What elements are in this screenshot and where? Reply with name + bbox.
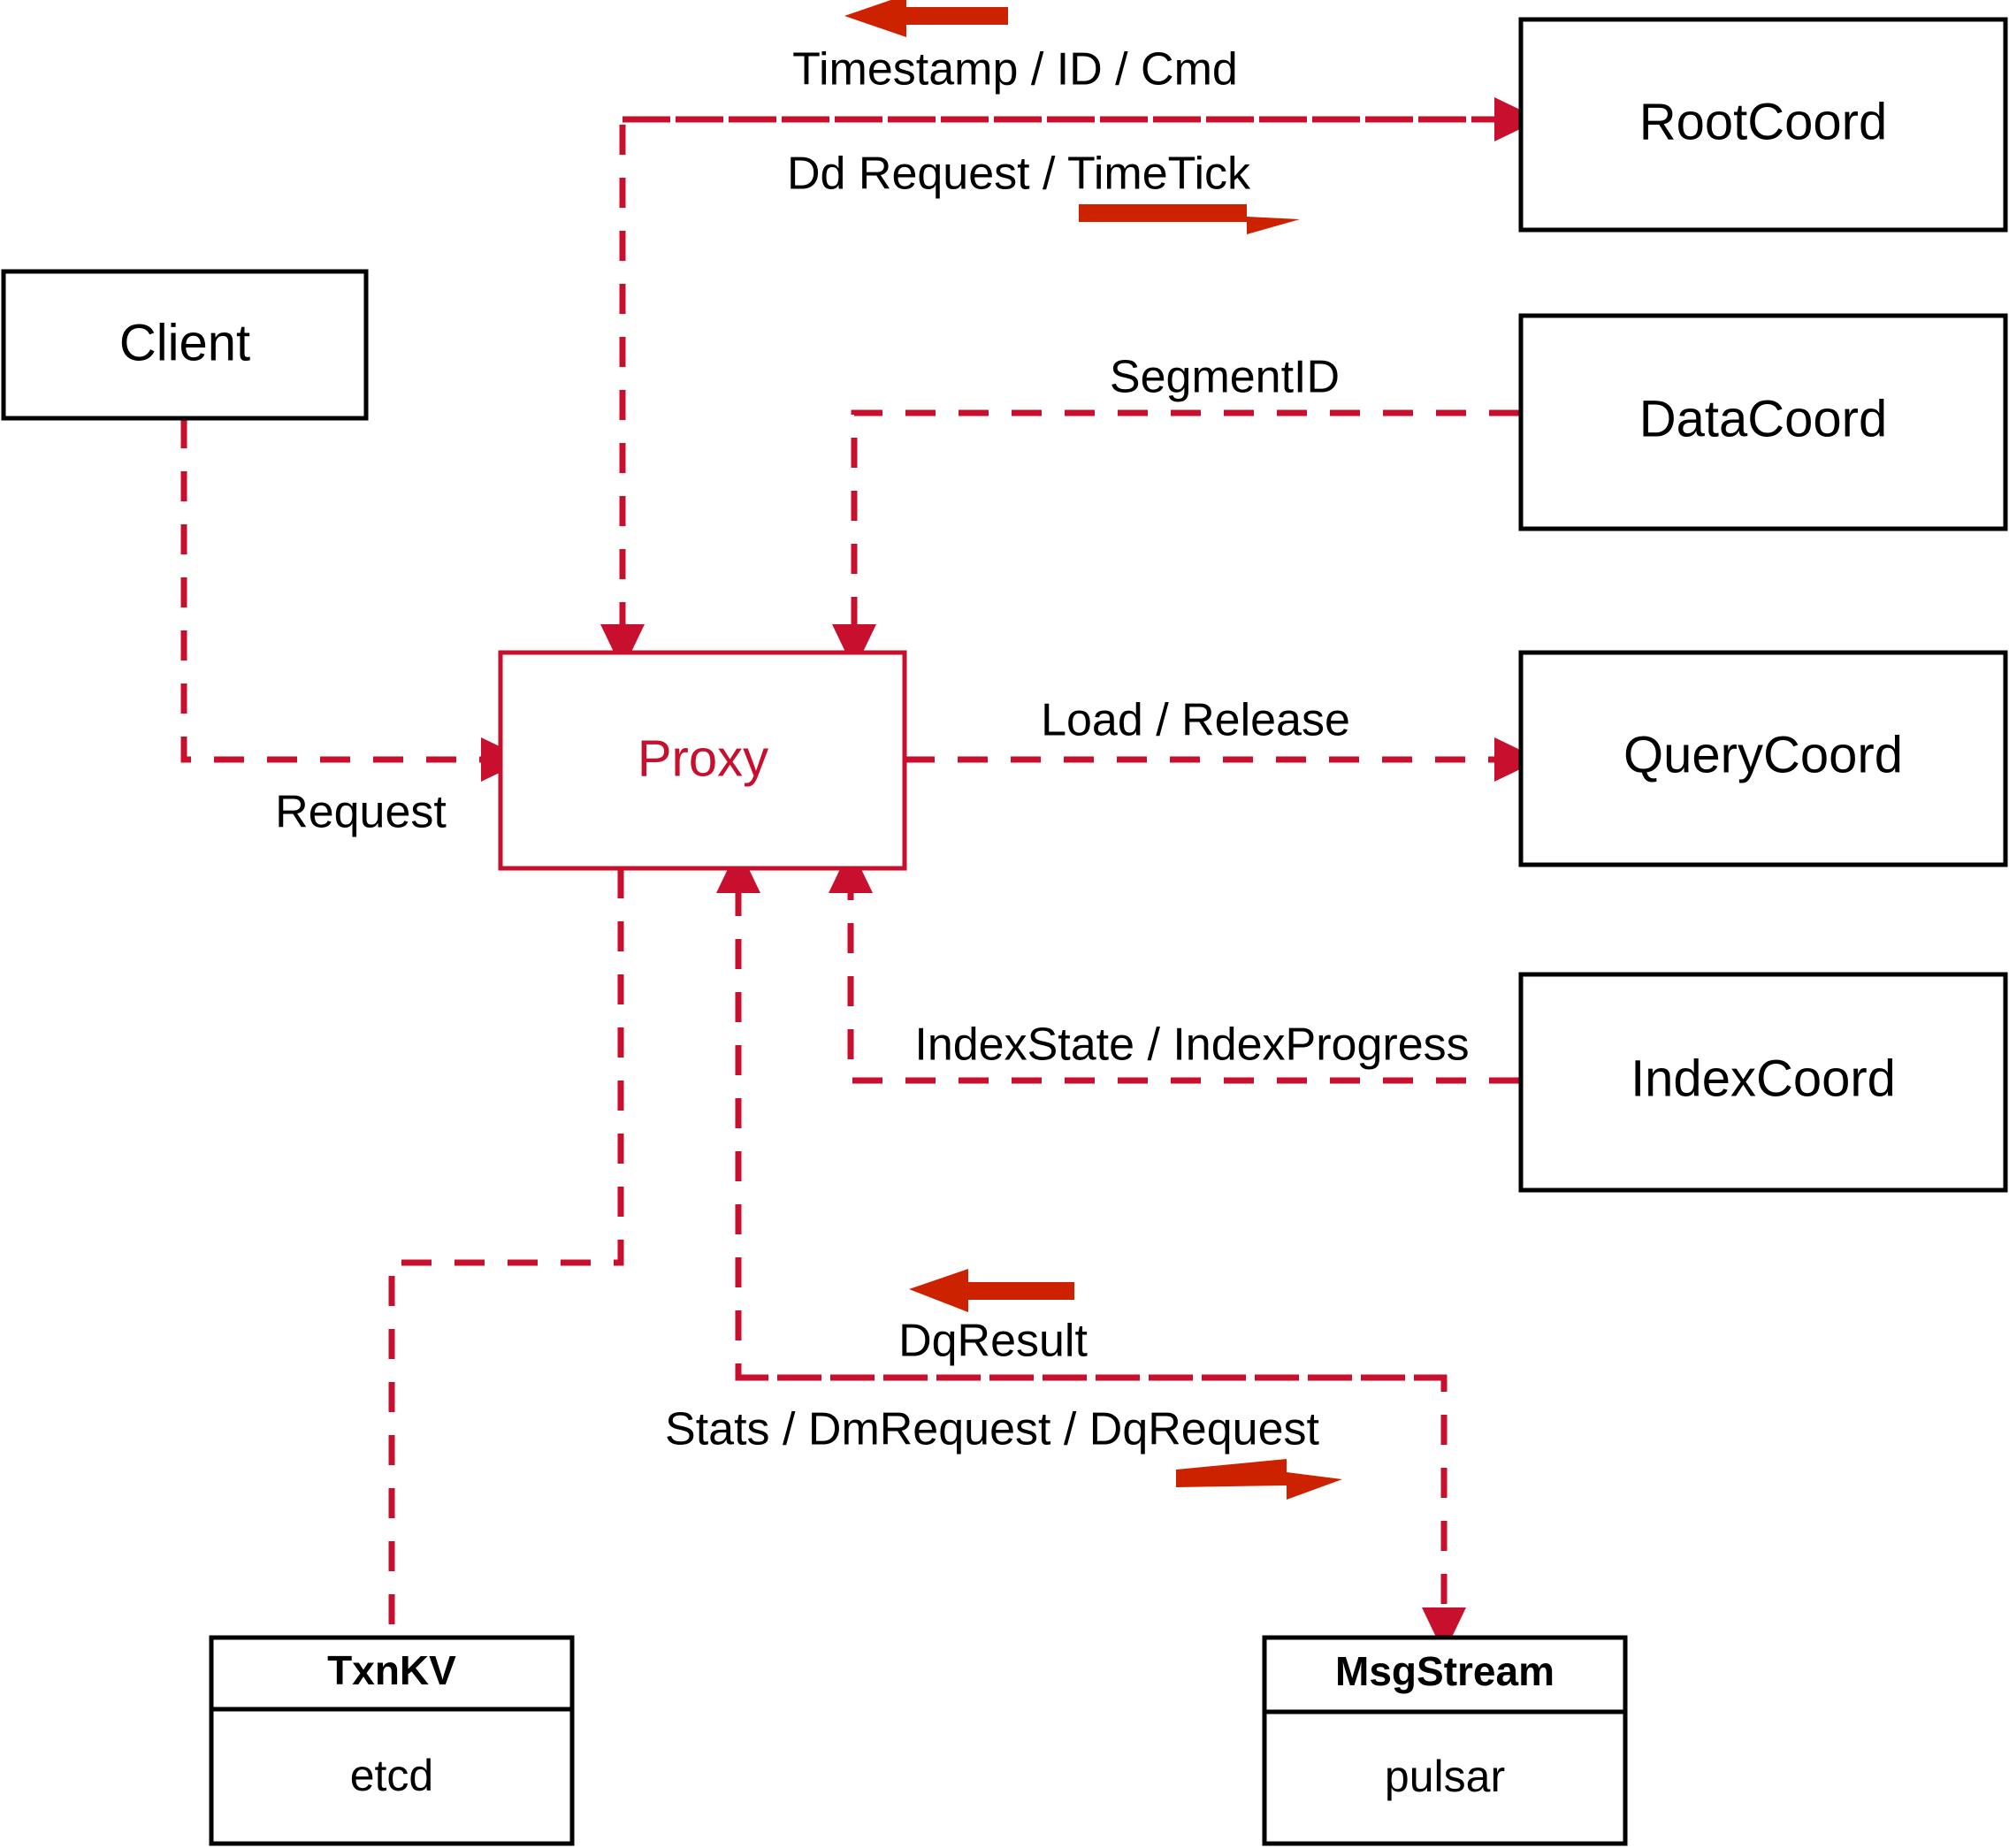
node-client-label: Client [119,314,250,371]
node-querycoord-box[interactable] [1518,650,2008,867]
direction-arrow-stats-right [1176,1459,1342,1500]
edge-proxy-txnkv [388,868,624,1636]
node-rootcoord-label: RootCoord [1639,93,1887,150]
edge-segment-id [832,409,1519,670]
edge-proxy-txnkv-path [388,868,624,1636]
direction-arrow-dqresult-left [909,1269,1074,1312]
edge-load-release-arrowhead [1494,737,1540,782]
edge-label-request: Request [275,787,447,838]
edge-dd-request-timetick [623,97,1540,141]
edge-request [180,418,527,782]
edge-dd-request-timetick-arrowhead [1494,97,1540,141]
node-proxy[interactable]: Proxy [498,650,907,871]
direction-arrow-ddrequest-right-glyph [1079,204,1300,234]
node-indexcoord-box[interactable] [1518,972,2008,1193]
direction-arrow-ddrequest-right [1079,204,1300,234]
node-msgstream[interactable]: MsgStream pulsar [1262,1635,1628,1846]
direction-arrow-timestamp-left-glyph [844,0,1008,37]
node-querycoord[interactable]: QueryCoord [1518,650,2008,867]
node-txnkv-title: TxnKV [327,1647,456,1693]
edge-dq-result-path [735,893,1444,1381]
node-client-box[interactable] [1,269,369,421]
node-indexcoord[interactable]: IndexCoord [1518,972,2008,1193]
edge-label-load-release: Load / Release [1041,695,1350,746]
edge-stats-dm-dq-request-arrowhead [1422,1607,1466,1653]
edge-msgstream-return [716,847,1444,1381]
node-rootcoord[interactable]: RootCoord [1518,17,2008,233]
node-datacoord-box[interactable] [1518,313,2008,531]
edge-request-path [180,418,481,763]
node-datacoord[interactable]: DataCoord [1518,313,2008,531]
edge-label-timestamp-id-cmd: Timestamp / ID / Cmd [792,44,1238,95]
node-txnkv[interactable]: TxnKV etcd [209,1635,575,1846]
node-querycoord-label: QueryCoord [1623,726,1903,783]
edge-load-release [905,737,1540,782]
node-txnkv-box[interactable] [209,1635,575,1846]
direction-arrow-stats-right-glyph [1176,1459,1342,1500]
node-client[interactable]: Client [1,269,369,421]
node-rootcoord-box[interactable] [1518,17,2008,233]
edge-timestamp-id-cmd-arrowhead [600,624,645,670]
node-msgstream-title: MsgStream [1335,1648,1554,1694]
node-proxy-label: Proxy [638,729,768,787]
edge-label-stats-dm-dq-request: Stats / DmRequest / DqRequest [665,1404,1319,1455]
node-datacoord-label: DataCoord [1639,390,1887,447]
edge-label-segment-id: SegmentID [1110,352,1340,403]
edge-label-index-state-progress: IndexState / IndexProgress [914,1019,1469,1071]
edge-segment-id-path [851,409,1519,624]
node-indexcoord-label: IndexCoord [1631,1050,1896,1107]
edge-stats-dm-dq-request-path [738,1374,1448,1607]
edge-stats-dm-dq-request [738,1374,1466,1653]
node-proxy-box[interactable] [498,650,907,871]
edge-timestamp-id-cmd-path [619,116,1519,624]
edge-index-state-progress-path [847,893,1519,1084]
direction-arrow-dqresult-left-glyph [909,1269,1074,1312]
edge-timestamp-id-cmd [600,116,1519,670]
node-msgstream-box[interactable] [1262,1635,1628,1846]
node-txnkv-impl: etcd [350,1751,434,1800]
direction-arrow-timestamp-left [844,0,1008,37]
node-msgstream-impl: pulsar [1385,1752,1505,1801]
edge-segment-id-arrowhead [832,624,876,670]
edge-label-dq-result: DqResult [898,1316,1088,1367]
edge-label-dd-request-timetick: Dd Request / TimeTick [787,149,1251,200]
